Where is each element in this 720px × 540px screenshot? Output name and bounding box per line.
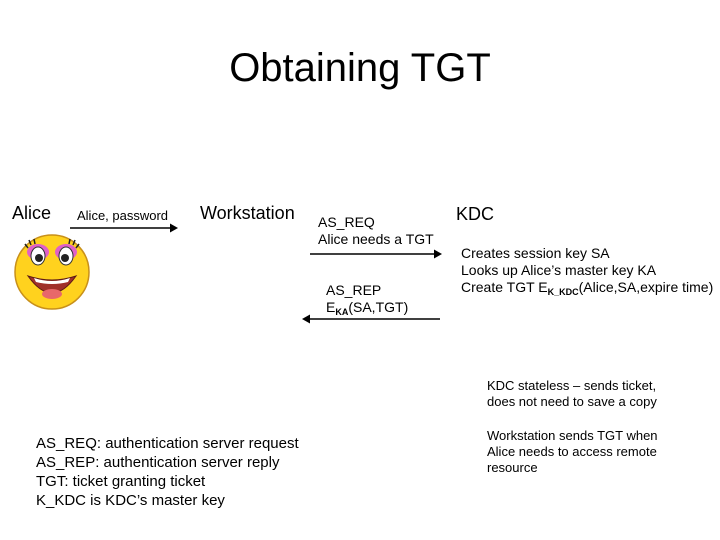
legend-line-4: K_KDC is KDC’s master key	[36, 492, 225, 509]
kdc-action-1: Creates session key SA	[461, 245, 610, 261]
as-rep-rest: (SA,TGT)	[348, 299, 409, 315]
legend-line-1: AS_REQ: authentication server request	[36, 435, 299, 452]
actor-workstation: Workstation	[200, 203, 295, 223]
kdc-action-3-sub: K_KDC	[547, 287, 579, 297]
actor-alice: Alice	[12, 203, 52, 223]
legend-line-3: TGT: ticket granting ticket	[36, 473, 206, 490]
kdc-action-3-post: (Alice,SA,expire time)	[578, 279, 714, 295]
page-title: Obtaining TGT	[229, 46, 491, 90]
alice-input-label: Alice, password	[77, 208, 169, 223]
actor-kdc: KDC	[456, 204, 495, 224]
note-workstation-line1: Workstation sends TGT when	[487, 428, 658, 443]
as-req-arrow	[310, 249, 442, 259]
as-rep-ka: KA	[335, 307, 349, 317]
note-workstation-line3: resource	[487, 460, 538, 475]
note-workstation: Workstation sends TGT when Alice needs t…	[487, 428, 658, 476]
legend: AS_REQ: authentication server request AS…	[36, 434, 299, 510]
alice-to-workstation-arrow	[70, 223, 178, 233]
as-req-name: AS_REQ	[318, 214, 375, 230]
as-rep-label: AS_REP EKA(SA,TGT)	[326, 282, 408, 321]
note-stateless-line1: KDC stateless – sends ticket,	[487, 378, 657, 393]
smiley-face-icon	[14, 234, 90, 310]
kdc-action-3-pre: Create TGT E	[461, 279, 548, 295]
as-req-desc: Alice needs a TGT	[318, 231, 434, 247]
note-stateless-line2: does not need to save a copy	[487, 394, 657, 409]
note-stateless: KDC stateless – sends ticket, does not n…	[487, 378, 657, 410]
as-rep-name: AS_REP	[326, 282, 382, 298]
as-req-label: AS_REQ Alice needs a TGT	[318, 214, 434, 248]
kdc-action-2: Looks up Alice’s master key KA	[461, 262, 657, 278]
note-workstation-line2: Alice needs to access remote	[487, 444, 657, 459]
kdc-actions: Creates session key SA Looks up Alice’s …	[461, 245, 713, 301]
legend-line-2: AS_REP: authentication server reply	[36, 454, 280, 471]
as-rep-arrow	[302, 314, 440, 324]
as-rep-e: E	[326, 299, 336, 315]
